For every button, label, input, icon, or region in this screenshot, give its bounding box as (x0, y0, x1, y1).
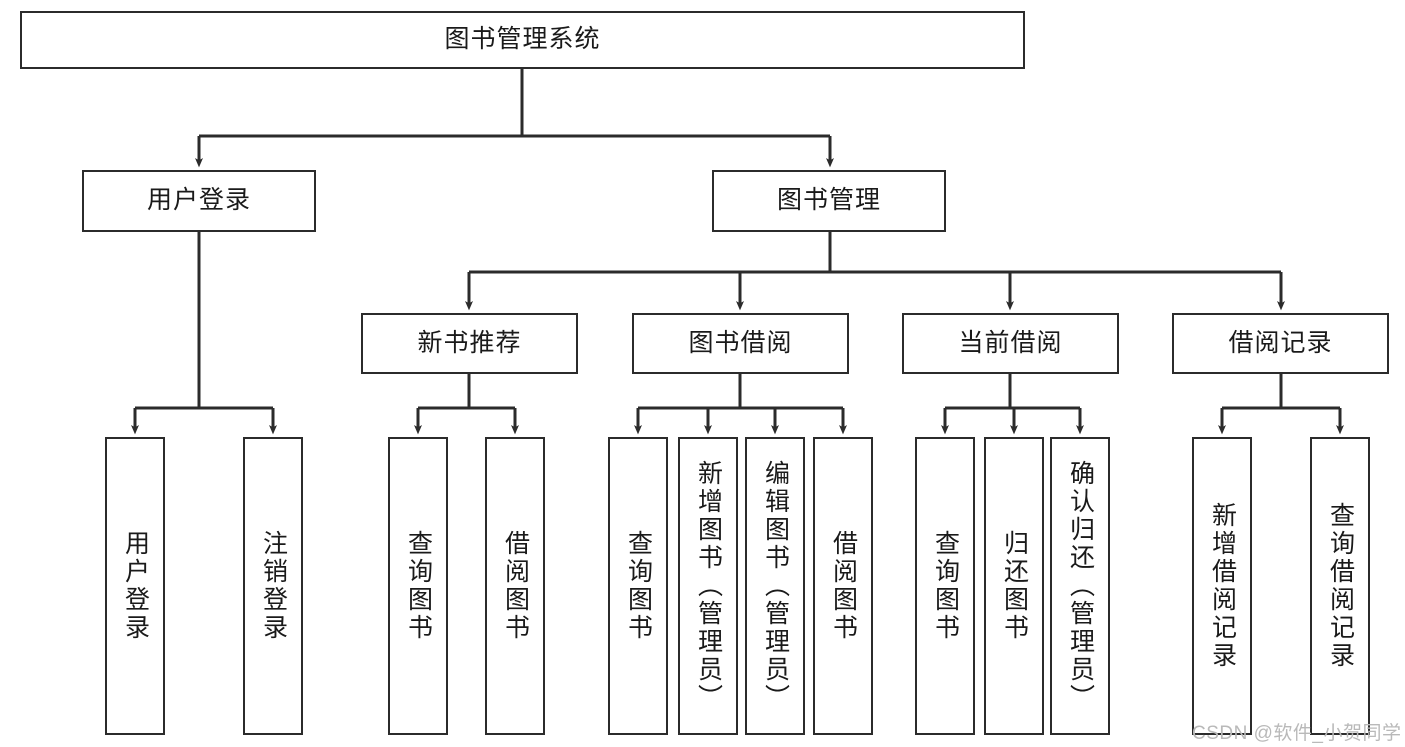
node-label: 图书借阅 (688, 328, 793, 357)
node-label: 图书管理系统 (444, 25, 601, 54)
node-label: 新增图书（管理员） (694, 460, 723, 712)
node-label: 新增借阅记录 (1208, 502, 1237, 670)
node-label: 查询图书 (931, 530, 960, 642)
node-label: 借阅图书 (829, 530, 858, 642)
node-leaf-add-book[interactable]: 新增图书（管理员） (678, 437, 738, 735)
node-label: 用户登录 (146, 186, 251, 215)
node-book-manage[interactable]: 图书管理 (712, 170, 946, 232)
node-leaf-query-record[interactable]: 查询借阅记录 (1310, 437, 1370, 735)
node-new-book-recommend[interactable]: 新书推荐 (361, 313, 578, 374)
node-label: 借阅图书 (501, 530, 530, 642)
node-leaf-add-record[interactable]: 新增借阅记录 (1192, 437, 1252, 735)
node-leaf-user-login[interactable]: 用户登录 (105, 437, 165, 735)
node-leaf-confirm-return[interactable]: 确认归还（管理员） (1050, 437, 1110, 735)
node-label: 归还图书 (1000, 530, 1029, 642)
node-leaf-query-book-b[interactable]: 查询图书 (608, 437, 668, 735)
node-book-borrow[interactable]: 图书借阅 (632, 313, 849, 374)
node-user-login[interactable]: 用户登录 (82, 170, 316, 232)
node-root[interactable]: 图书管理系统 (20, 11, 1025, 69)
node-leaf-query-book-c[interactable]: 查询图书 (915, 437, 975, 735)
node-label: 注销登录 (259, 530, 288, 642)
node-label: 用户登录 (121, 530, 150, 642)
node-label: 新书推荐 (417, 328, 522, 357)
node-label: 借阅记录 (1228, 328, 1333, 357)
node-leaf-borrow-book-a[interactable]: 借阅图书 (485, 437, 545, 735)
node-label: 编辑图书（管理员） (761, 460, 790, 712)
node-label: 图书管理 (776, 186, 881, 215)
node-leaf-edit-book[interactable]: 编辑图书（管理员） (745, 437, 805, 735)
node-leaf-borrow-book-b[interactable]: 借阅图书 (813, 437, 873, 735)
node-borrow-record[interactable]: 借阅记录 (1172, 313, 1389, 374)
node-label: 确认归还（管理员） (1066, 460, 1095, 712)
node-current-borrow[interactable]: 当前借阅 (902, 313, 1119, 374)
node-label: 查询图书 (404, 530, 433, 642)
node-label: 当前借阅 (958, 328, 1063, 357)
node-label: 查询借阅记录 (1326, 502, 1355, 670)
csdn-watermark: CSDN @软件_小贺同学 (1192, 723, 1402, 744)
node-label: 查询图书 (624, 530, 653, 642)
node-leaf-query-book-a[interactable]: 查询图书 (388, 437, 448, 735)
node-leaf-return-book[interactable]: 归还图书 (984, 437, 1044, 735)
node-leaf-logout[interactable]: 注销登录 (243, 437, 303, 735)
